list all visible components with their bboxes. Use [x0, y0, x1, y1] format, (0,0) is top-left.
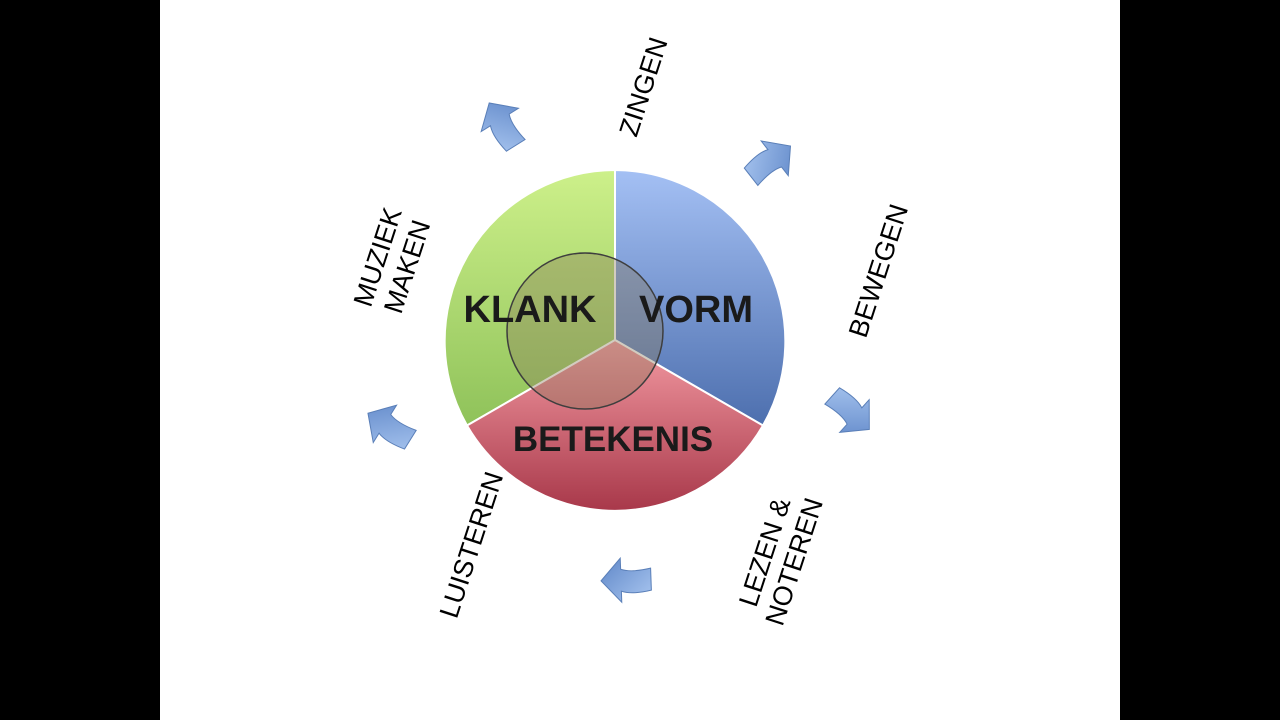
segment-vorm — [614, 168, 787, 427]
label-vorm: VORM — [639, 289, 753, 331]
curved-arrow-icon — [824, 387, 870, 433]
slide: KLANK VORM BETEKENIS ZINGEN BEWEGEN LEZE… — [160, 0, 1120, 720]
curved-arrow-icon — [600, 556, 652, 604]
label-klank: KLANK — [464, 289, 598, 331]
segment-klank — [443, 168, 616, 427]
curved-arrow-icon — [367, 404, 417, 450]
curved-arrow-icon — [480, 102, 526, 152]
curved-arrow-icon — [743, 140, 792, 187]
overlap-circle — [506, 252, 664, 410]
cycle-diagram: KLANK VORM BETEKENIS — [367, 102, 870, 604]
label-betekenis: BETEKENIS — [513, 420, 713, 459]
segment-betekenis — [465, 338, 765, 512]
